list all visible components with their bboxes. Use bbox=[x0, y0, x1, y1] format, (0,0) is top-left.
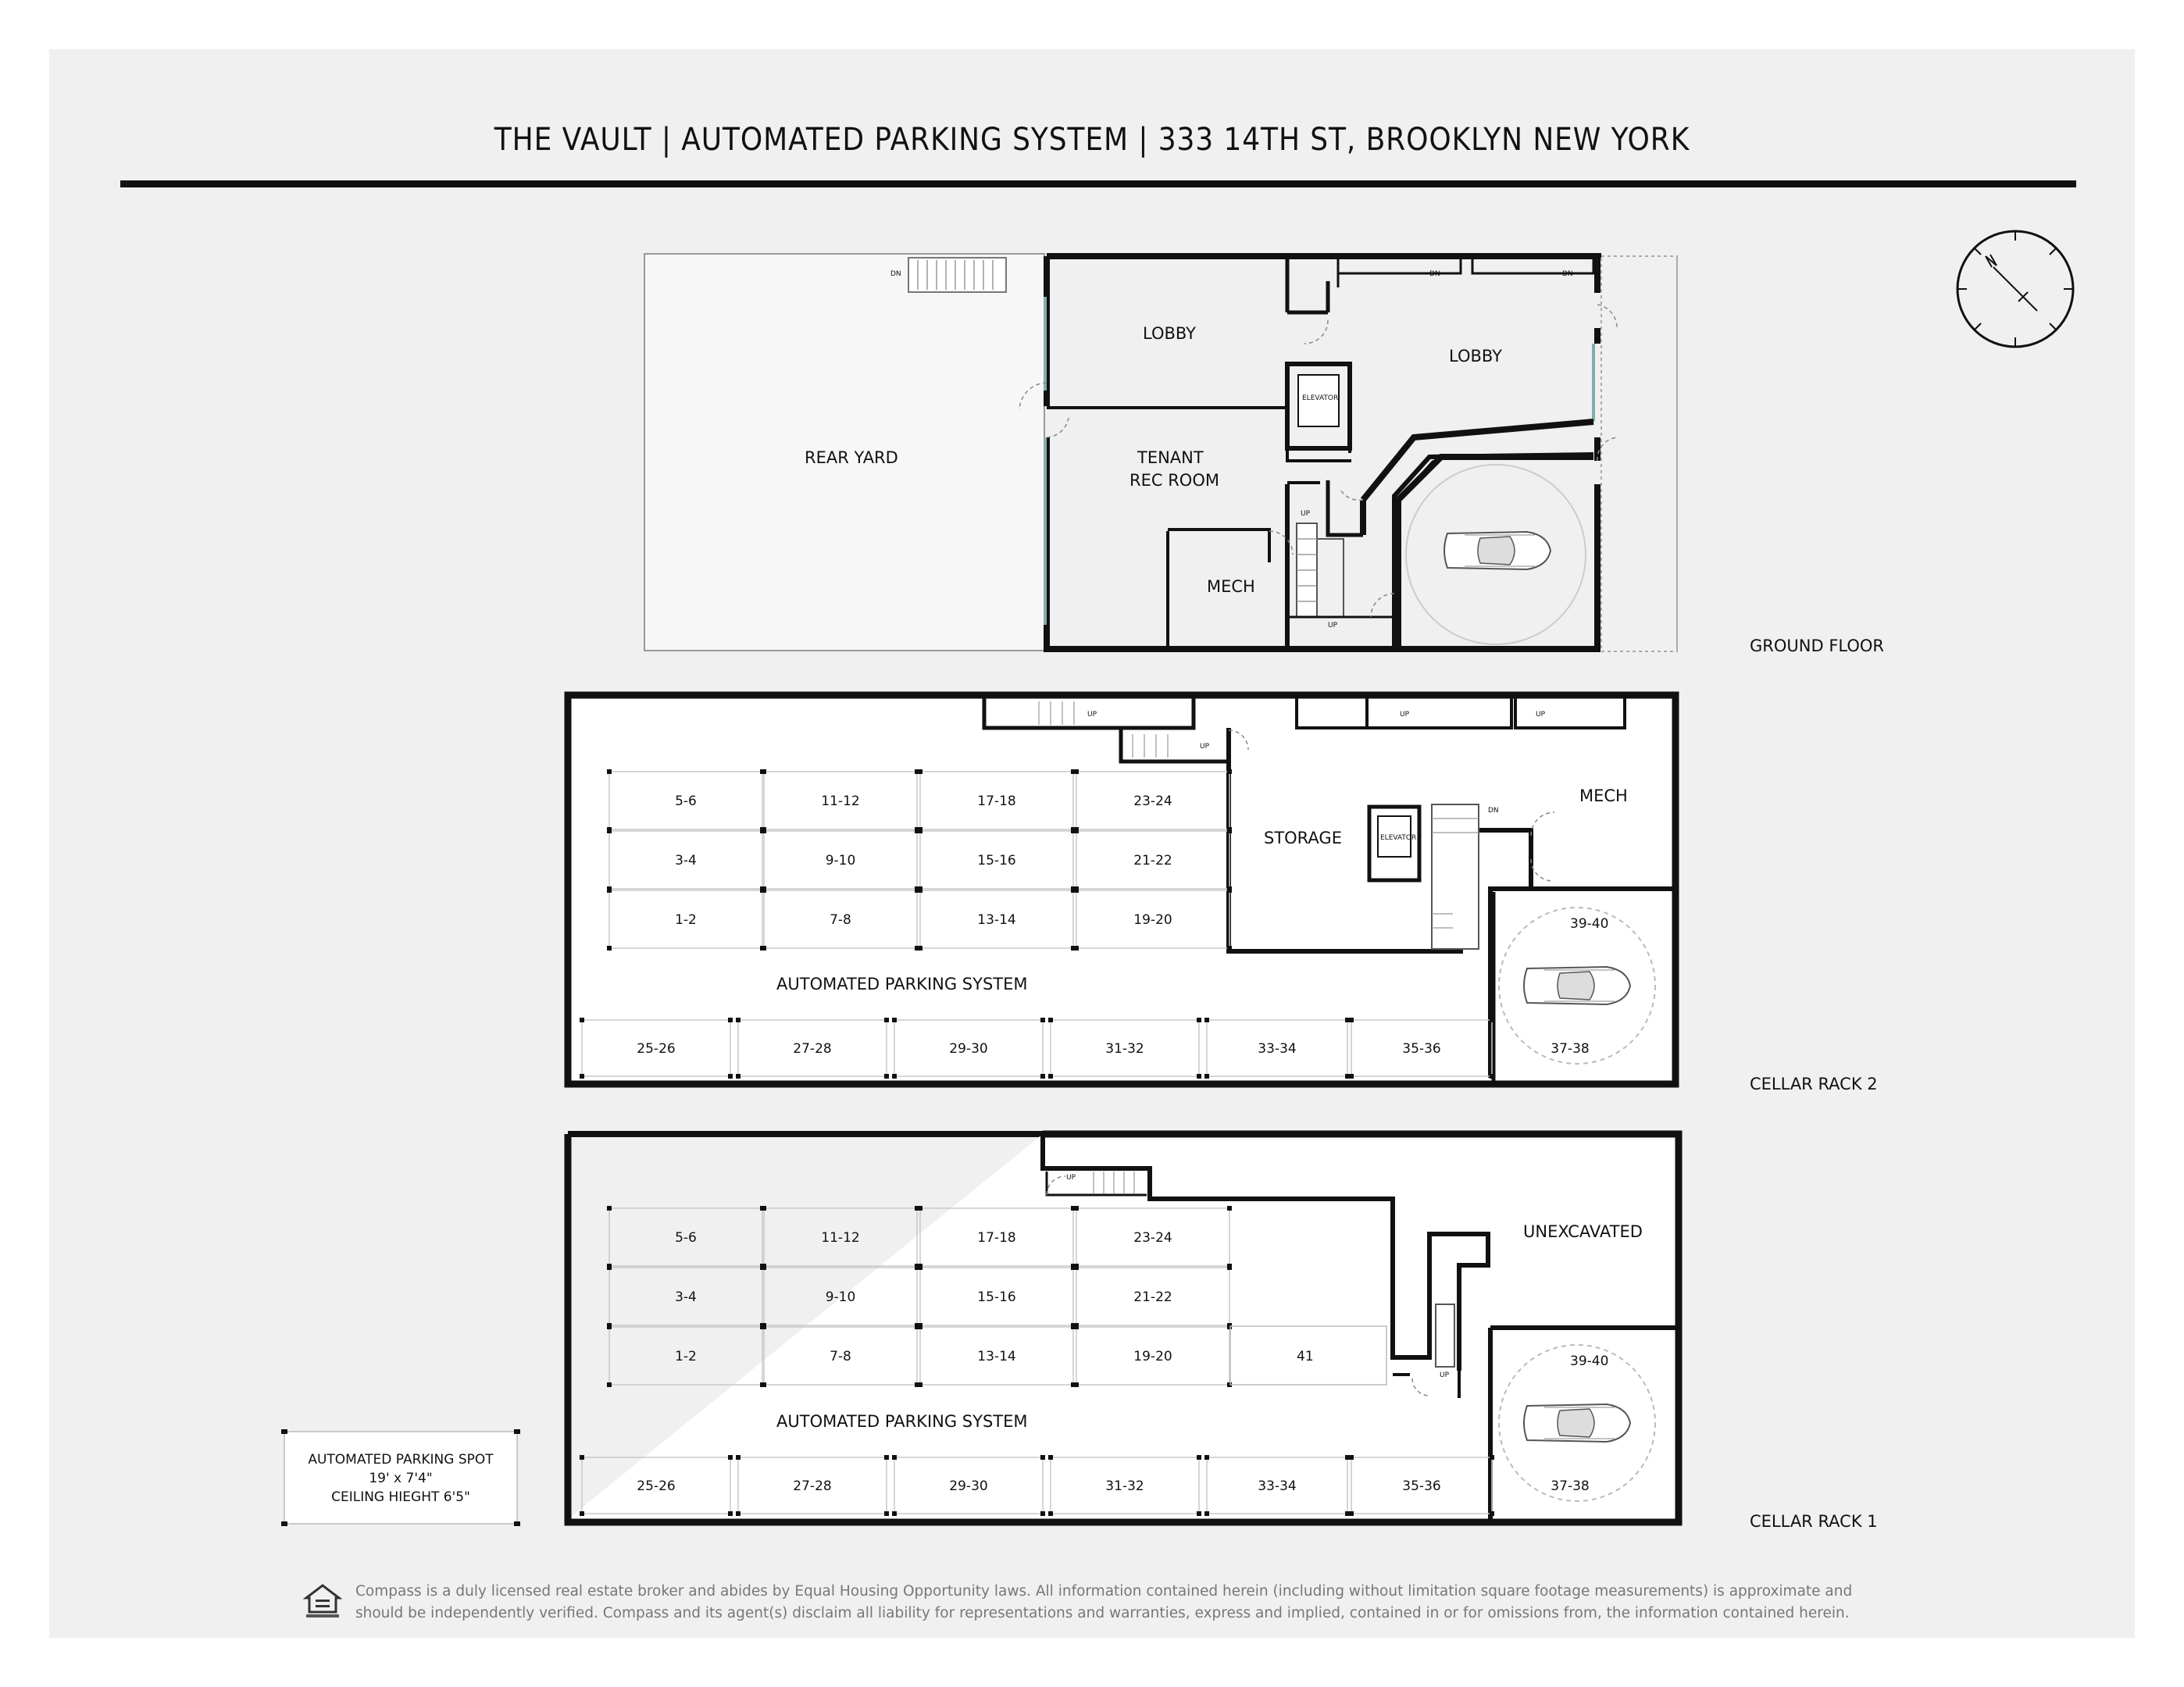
c2-spot-25-26: 25-26 bbox=[637, 1041, 675, 1057]
c1-spot-25-26: 25-26 bbox=[637, 1478, 675, 1494]
c1-spot-15-16: 15-16 bbox=[977, 1289, 1015, 1305]
lobby-right-label: LOBBY bbox=[1449, 347, 1502, 366]
ground-dn-label-2: DN bbox=[1562, 270, 1573, 278]
c2-spot-7-8: 7-8 bbox=[830, 912, 851, 928]
c1-spot-5-6: 5-6 bbox=[675, 1230, 697, 1246]
parking-spot-legend: AUTOMATED PARKING SPOT 19' x 7'4" CEILIN… bbox=[281, 1429, 520, 1526]
car-icon bbox=[1523, 966, 1631, 1005]
c2-up-label-2: UP bbox=[1200, 743, 1210, 751]
c2-spot-35-36: 35-36 bbox=[1402, 1041, 1440, 1057]
legend-line-1: AUTOMATED PARKING SPOT bbox=[308, 1452, 494, 1468]
cellar-rack-2: UP UP UP UP ELEVATOR DN STORAGE MECH 39-… bbox=[564, 691, 1878, 1093]
c2-spot-33-34: 33-34 bbox=[1258, 1041, 1296, 1057]
c1-spot-39-40: 39-40 bbox=[1570, 1354, 1608, 1369]
title-rule bbox=[120, 180, 2076, 187]
c1-spot-7-8: 7-8 bbox=[830, 1349, 851, 1364]
cellar-rack-1-label: CELLAR RACK 1 bbox=[1750, 1512, 1878, 1531]
disclaimer-line-1: Compass is a duly licensed real estate b… bbox=[355, 1583, 1853, 1600]
unexcavated-label: UNEXCAVATED bbox=[1523, 1222, 1643, 1241]
c1-spot-9-10: 9-10 bbox=[826, 1289, 856, 1305]
storage-label: STORAGE bbox=[1264, 829, 1342, 847]
c2-spot-27-28: 27-28 bbox=[793, 1041, 831, 1057]
c1-aps-label: AUTOMATED PARKING SYSTEM bbox=[776, 1412, 1028, 1431]
c2-spot-13-14: 13-14 bbox=[977, 912, 1015, 928]
c2-spot-17-18: 17-18 bbox=[977, 794, 1015, 809]
disclaimer: Compass is a duly licensed real estate b… bbox=[355, 1581, 1918, 1625]
ground-dn-label-1: DN bbox=[1429, 270, 1440, 278]
c2-spot-37-38: 37-38 bbox=[1551, 1041, 1589, 1057]
c2-elevator-label: ELEVATOR bbox=[1380, 834, 1416, 842]
c1-spot-41: 41 bbox=[1297, 1349, 1314, 1364]
c1-spot-21-22: 21-22 bbox=[1133, 1289, 1172, 1305]
c1-spot-11-12: 11-12 bbox=[821, 1230, 859, 1246]
c2-spot-23-24: 23-24 bbox=[1133, 794, 1172, 809]
tenant-rec-label-1: TENANT bbox=[1137, 448, 1204, 467]
c2-up-label-4: UP bbox=[1536, 711, 1546, 719]
c1-spot-row-bottom: 25-26 27-28 29-30 31-32 33-34 35-36 37-38 bbox=[580, 1455, 1590, 1516]
c2-up-label-1: UP bbox=[1087, 711, 1097, 719]
c2-dn-label: DN bbox=[1488, 807, 1499, 815]
c2-spot-21-22: 21-22 bbox=[1133, 853, 1172, 868]
ground-floor: DN DN DN ELEVATOR bbox=[644, 253, 1884, 655]
ground-up-label-2: UP bbox=[1328, 622, 1338, 630]
c2-spot-5-6: 5-6 bbox=[675, 794, 697, 809]
c2-spot-19-20: 19-20 bbox=[1133, 912, 1172, 928]
c2-spot-grid-top: 5-6 11-12 17-18 23-24 3-4 9-10 15-16 21-22 1-2 7-… bbox=[607, 769, 1232, 950]
c1-spot-grid-top: 5-6 11-12 17-18 23-24 3-4 9-10 15-16 21-22 1-2 7-… bbox=[607, 1206, 1232, 1387]
c1-spot-17-18: 17-18 bbox=[977, 1230, 1015, 1246]
c2-spot-29-30: 29-30 bbox=[949, 1041, 987, 1057]
c2-mech-label: MECH bbox=[1579, 786, 1628, 805]
c2-spot-31-32: 31-32 bbox=[1105, 1041, 1144, 1057]
c1-spot-37-38: 37-38 bbox=[1551, 1478, 1589, 1494]
c2-spot-9-10: 9-10 bbox=[826, 853, 856, 868]
c2-spot-11-12: 11-12 bbox=[821, 794, 859, 809]
c2-spot-15-16: 15-16 bbox=[977, 853, 1015, 868]
c2-spot-1-2: 1-2 bbox=[675, 912, 697, 928]
compass-icon bbox=[1956, 230, 2075, 348]
legend-line-3: CEILING HIEGHT 6'5" bbox=[331, 1489, 470, 1505]
c2-up-label-3: UP bbox=[1400, 711, 1410, 719]
c2-spot-row-bottom: 25-26 27-28 29-30 31-32 33-34 35-36 37-38 bbox=[580, 1018, 1590, 1079]
cellar-rack-1: UP UP UNEXCAVATED 39-40 5-6 11-12 17-18 23-… bbox=[564, 1130, 1878, 1531]
rear-stair-dn-label: DN bbox=[890, 270, 901, 278]
c1-spot-31-32: 31-32 bbox=[1105, 1478, 1144, 1494]
ground-floor-label: GROUND FLOOR bbox=[1750, 637, 1884, 655]
ground-mech-label: MECH bbox=[1207, 577, 1255, 596]
c1-spot-3-4: 3-4 bbox=[675, 1289, 697, 1305]
c1-spot-13-14: 13-14 bbox=[977, 1349, 1015, 1364]
c2-spot-39-40: 39-40 bbox=[1570, 916, 1608, 932]
c1-spot-29-30: 29-30 bbox=[949, 1478, 987, 1494]
disclaimer-line-2: should be independently verified. Compas… bbox=[355, 1605, 1850, 1621]
equal-housing-icon bbox=[303, 1584, 342, 1617]
rear-yard-stair bbox=[908, 257, 1007, 293]
c1-spot-33-34: 33-34 bbox=[1258, 1478, 1296, 1494]
rear-yard-area bbox=[644, 253, 1045, 651]
rear-yard-label: REAR YARD bbox=[805, 448, 898, 467]
c2-spot-3-4: 3-4 bbox=[675, 853, 697, 868]
c2-aps-label: AUTOMATED PARKING SYSTEM bbox=[776, 975, 1028, 993]
cellar-rack-2-label: CELLAR RACK 2 bbox=[1750, 1075, 1878, 1093]
lobby-left-label: LOBBY bbox=[1143, 324, 1196, 343]
c1-spot-1-2: 1-2 bbox=[675, 1349, 697, 1364]
c1-up-label-1: UP bbox=[1066, 1174, 1076, 1182]
legend-line-2: 19' x 7'4" bbox=[369, 1471, 432, 1486]
tenant-rec-label-2: REC ROOM bbox=[1129, 471, 1219, 490]
c1-spot-27-28: 27-28 bbox=[793, 1478, 831, 1494]
c1-spot-23-24: 23-24 bbox=[1133, 1230, 1172, 1246]
c1-spot-19-20: 19-20 bbox=[1133, 1349, 1172, 1364]
ground-elevator-label: ELEVATOR bbox=[1302, 394, 1338, 402]
ground-up-label-1: UP bbox=[1301, 510, 1311, 518]
car-icon bbox=[1444, 531, 1551, 570]
car-icon bbox=[1523, 1403, 1631, 1443]
c1-spot-35-36: 35-36 bbox=[1402, 1478, 1440, 1494]
c1-up-label-2: UP bbox=[1440, 1371, 1450, 1379]
page-title: THE VAULT | AUTOMATED PARKING SYSTEM | 3… bbox=[494, 122, 1690, 158]
